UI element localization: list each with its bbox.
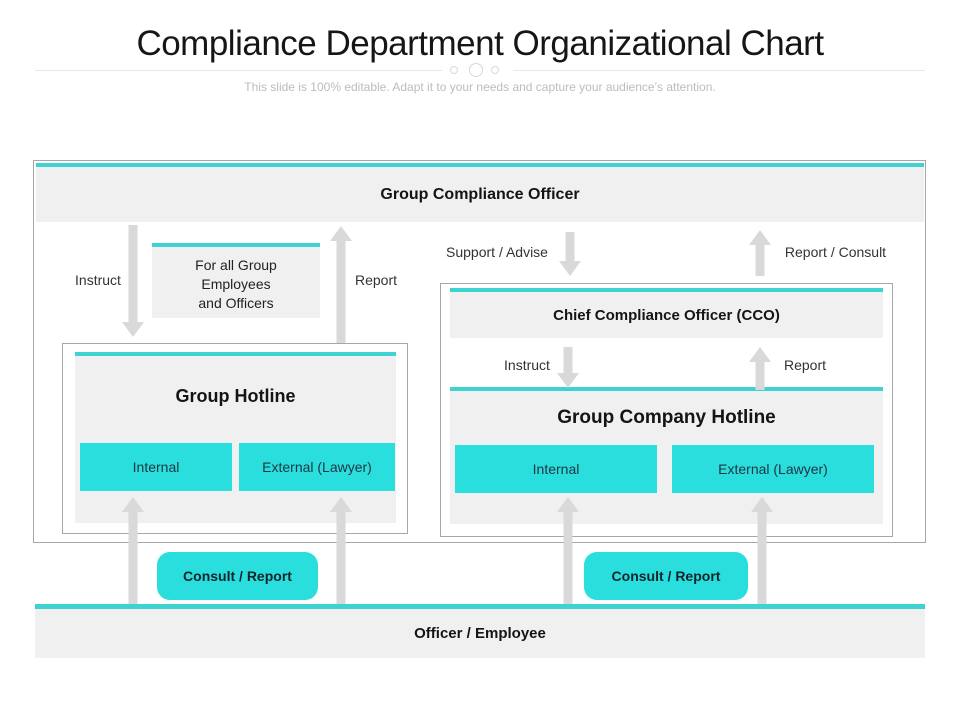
consult-report-up-arrow-3 xyxy=(557,497,579,605)
for-all-group-line3: and Officers xyxy=(198,295,274,311)
page-title: Compliance Department Organizational Cha… xyxy=(136,24,824,63)
consult-report-button-left: Consult / Report xyxy=(157,552,318,600)
consult-report-up-arrow-2 xyxy=(330,497,352,605)
decorative-divider-left xyxy=(35,70,442,71)
group-company-hotline-title: Group Company Hotline xyxy=(557,407,776,428)
officer-employee-bar: Officer / Employee xyxy=(35,609,925,658)
cco-bar: Chief Compliance Officer (CCO) xyxy=(450,288,883,338)
decorative-circle-small-left xyxy=(450,66,458,74)
decorative-divider-right xyxy=(513,70,925,71)
group-hotline-panel xyxy=(75,352,396,523)
support-advise-down-arrow xyxy=(559,232,581,276)
company-hotline-internal-box: Internal xyxy=(455,445,657,493)
decorative-circle-large xyxy=(469,63,483,77)
page-subtitle: This slide is 100% editable. Adapt it to… xyxy=(244,80,716,94)
report-left-label: Report xyxy=(354,272,398,288)
group-hotline-internal-box: Internal xyxy=(80,443,232,491)
group-hotline-external-box: External (Lawyer) xyxy=(239,443,395,491)
cco-title: Chief Compliance Officer (CCO) xyxy=(553,306,780,324)
group-company-hotline-title-wrap: Group Company Hotline xyxy=(450,406,883,430)
decorative-circle-small-right xyxy=(491,66,499,74)
instruct-left-down-arrow xyxy=(122,225,144,337)
for-all-group-box: For all Group Employees and Officers xyxy=(152,243,320,318)
officer-employee-top-line xyxy=(35,604,925,609)
officer-employee-label: Officer / Employee xyxy=(414,625,546,642)
group-hotline-title-wrap: Group Hotline xyxy=(75,384,396,408)
consult-report-button-right: Consult / Report xyxy=(584,552,748,600)
for-all-group-line1: For all Group xyxy=(195,257,277,273)
group-compliance-officer-bar: Group Compliance Officer xyxy=(36,163,924,222)
report-right-up-arrow xyxy=(749,347,771,390)
support-advise-label: Support / Advise xyxy=(446,244,548,260)
report-consult-up-arrow xyxy=(749,230,771,276)
report-consult-label: Report / Consult xyxy=(784,244,887,260)
report-left-up-arrow xyxy=(330,226,352,343)
company-hotline-external-box: External (Lawyer) xyxy=(672,445,874,493)
group-compliance-officer-label: Group Compliance Officer xyxy=(380,185,580,203)
report-right-label: Report xyxy=(783,357,827,373)
for-all-group-line2: Employees xyxy=(201,276,271,292)
group-hotline-title: Group Hotline xyxy=(175,385,296,406)
instruct-right-down-arrow xyxy=(557,347,579,388)
instruct-left-label: Instruct xyxy=(75,272,121,288)
consult-report-up-arrow-4 xyxy=(751,497,773,605)
instruct-right-label: Instruct xyxy=(504,357,550,373)
consult-report-up-arrow-1 xyxy=(122,497,144,605)
